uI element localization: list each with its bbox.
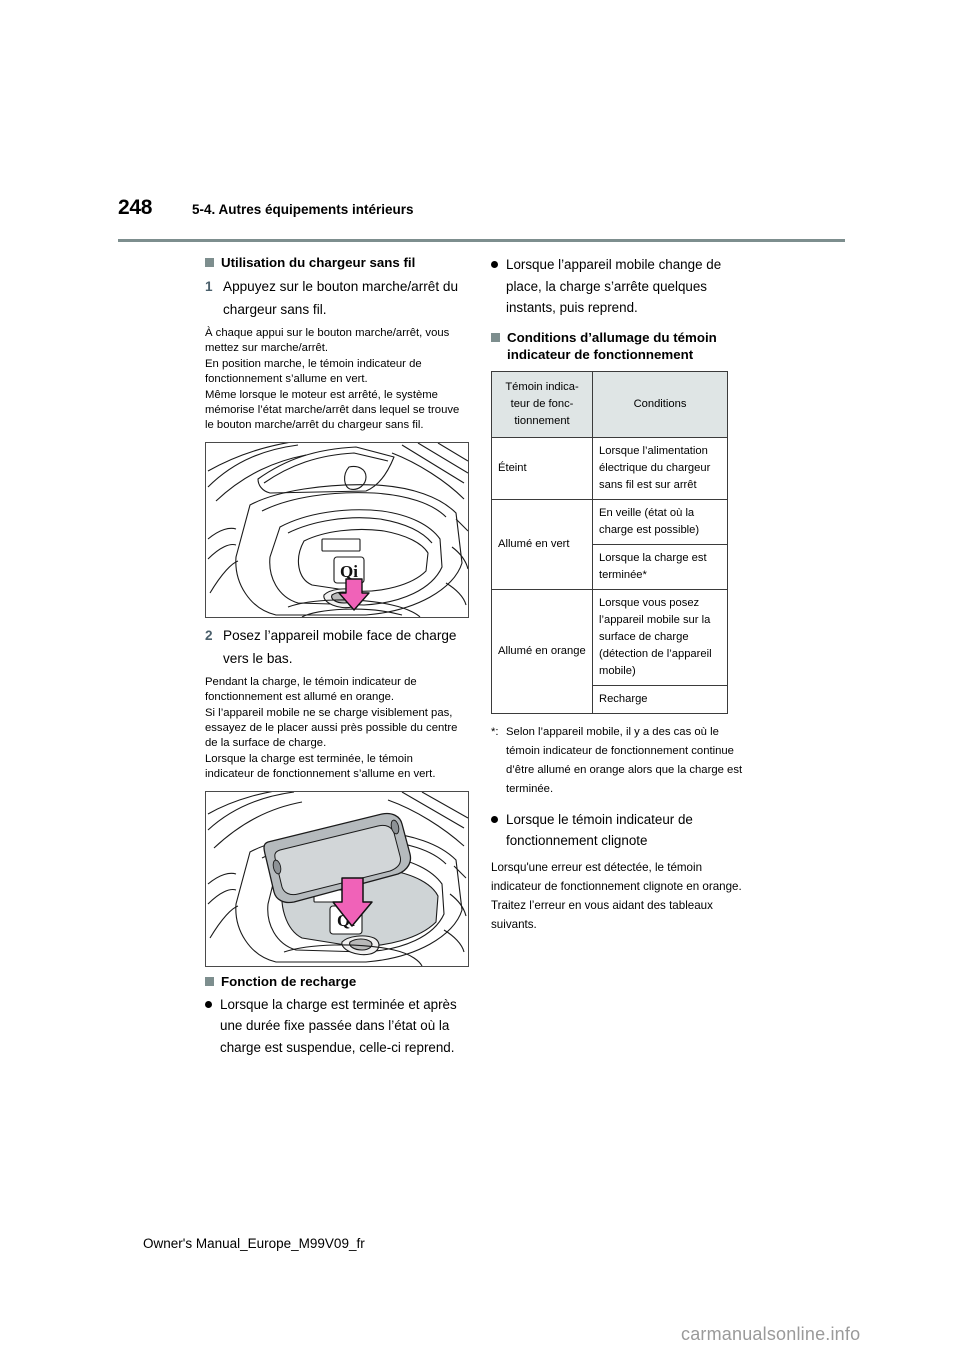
table-row: Recharge xyxy=(492,684,728,714)
bullet-text: Lorsque la charge est terminée et après … xyxy=(220,996,457,1055)
heading-label: Conditions d’allumage du témoin indicate… xyxy=(507,329,717,362)
left-column: Utilisation du chargeur sans fil 1 Appuy… xyxy=(205,254,469,1061)
table-row: Lorsque la charge est terminée* xyxy=(492,543,728,590)
bullet-text: Lorsque l’appareil mobile change de plac… xyxy=(506,257,722,315)
bullet-device-moved: Lorsque l’appareil mobile change de plac… xyxy=(491,254,749,319)
note-error-handling: Lorsqu'une erreur est détectée, le témoi… xyxy=(491,860,742,931)
step-1-text: Appuyez sur le bouton marche/arrêt du ch… xyxy=(223,279,459,317)
table-header-indicator: Témoin indica- teur de fonc- tionnement xyxy=(491,370,593,438)
magenta-arrow-icon xyxy=(338,578,370,611)
step-2-number: 2 xyxy=(205,627,213,643)
magenta-arrow-icon xyxy=(332,876,373,927)
figure-console-charger-button: Qi xyxy=(205,441,469,618)
site-watermark: carmanualsonline.info xyxy=(681,1324,861,1344)
footnote-mark: *: xyxy=(491,725,499,738)
table-header-row: Témoin indica- teur de fonc- tionnement … xyxy=(491,370,728,438)
cell-indicator-vert: Allumé en vert xyxy=(491,498,593,590)
cell-condition: Lorsque la charge est terminée* xyxy=(592,543,728,590)
dot-bullet-icon xyxy=(491,261,498,268)
bullet-temoin-clignote: Lorsque le témoin indicateur de fonction… xyxy=(491,809,749,852)
cell-condition: Lorsque vous posez l’appareil mobile sur… xyxy=(592,588,728,686)
footnote-text: Selon l’appareil mobile, il y a des cas … xyxy=(506,725,743,795)
page-number: 248 xyxy=(118,196,153,219)
cell-condition: En veille (état où la charge est possibl… xyxy=(592,498,728,545)
heading-conditions-allumage: Conditions d’allumage du témoin indicate… xyxy=(491,329,749,363)
cell-indicator-eteint: Éteint xyxy=(491,436,593,500)
right-column: Lorsque l’appareil mobile change de plac… xyxy=(491,254,749,934)
bullet-recharge: Lorsque la charge est terminée et après … xyxy=(205,994,463,1059)
manual-id-footer: Owner's Manual_Europe_M99V09_fr xyxy=(143,1236,365,1251)
bullet-text: Lorsque le témoin indicateur de fonction… xyxy=(506,811,693,849)
indicator-conditions-table: Témoin indica- teur de fonc- tionnement … xyxy=(491,370,728,714)
section-title: 5-4. Autres équipements intérieurs xyxy=(192,202,414,217)
step-2-text: Posez l’appareil mobile face de charge v… xyxy=(223,627,457,666)
heading-label: Utilisation du chargeur sans fil xyxy=(221,255,416,270)
step-2: 2 Posez l’appareil mobile face de charge… xyxy=(205,624,463,670)
heading-label: Fonction de recharge xyxy=(221,973,357,989)
table-row: Allumé en orange Lorsque vous posez l’ap… xyxy=(491,588,728,714)
dot-bullet-icon xyxy=(491,815,498,823)
cell-condition: Lorsque l’alimentation électrique du cha… xyxy=(592,436,728,500)
square-bullet-icon xyxy=(205,258,214,267)
svg-text:Qi: Qi xyxy=(340,562,358,581)
table-row: Éteint Lorsque l’alimentation électrique… xyxy=(491,436,728,500)
cell-indicator-orange: Allumé en orange xyxy=(491,588,593,714)
square-bullet-icon xyxy=(205,976,214,986)
table-row: Allumé en vert En veille (état où la cha… xyxy=(491,498,728,590)
cell-condition: Recharge xyxy=(592,684,728,714)
dot-bullet-icon xyxy=(205,1000,212,1008)
table-header-conditions: Conditions xyxy=(592,370,728,438)
heading-fonction-recharge: Fonction de recharge xyxy=(205,973,463,990)
table-footnote: *: Selon l’appareil mobile, il y a des c… xyxy=(491,723,749,799)
heading-utilisation-chargeur: Utilisation du chargeur sans fil xyxy=(205,254,463,271)
mobile-device-illustration xyxy=(263,812,412,903)
note-2: Pendant la charge, le témoin indicateur … xyxy=(205,675,458,781)
square-bullet-icon xyxy=(491,332,500,342)
step-1: 1 Appuyez sur le bouton marche/arrêt du … xyxy=(205,275,463,321)
note-1: À chaque appui sur le bouton marche/arrê… xyxy=(205,327,460,432)
figure-mobile-on-charging-surface: Qi xyxy=(205,790,469,967)
header-divider xyxy=(118,239,845,242)
page-header: 248 5-4. Autres équipements intérieurs xyxy=(118,196,848,230)
step-1-number: 1 xyxy=(205,279,213,294)
